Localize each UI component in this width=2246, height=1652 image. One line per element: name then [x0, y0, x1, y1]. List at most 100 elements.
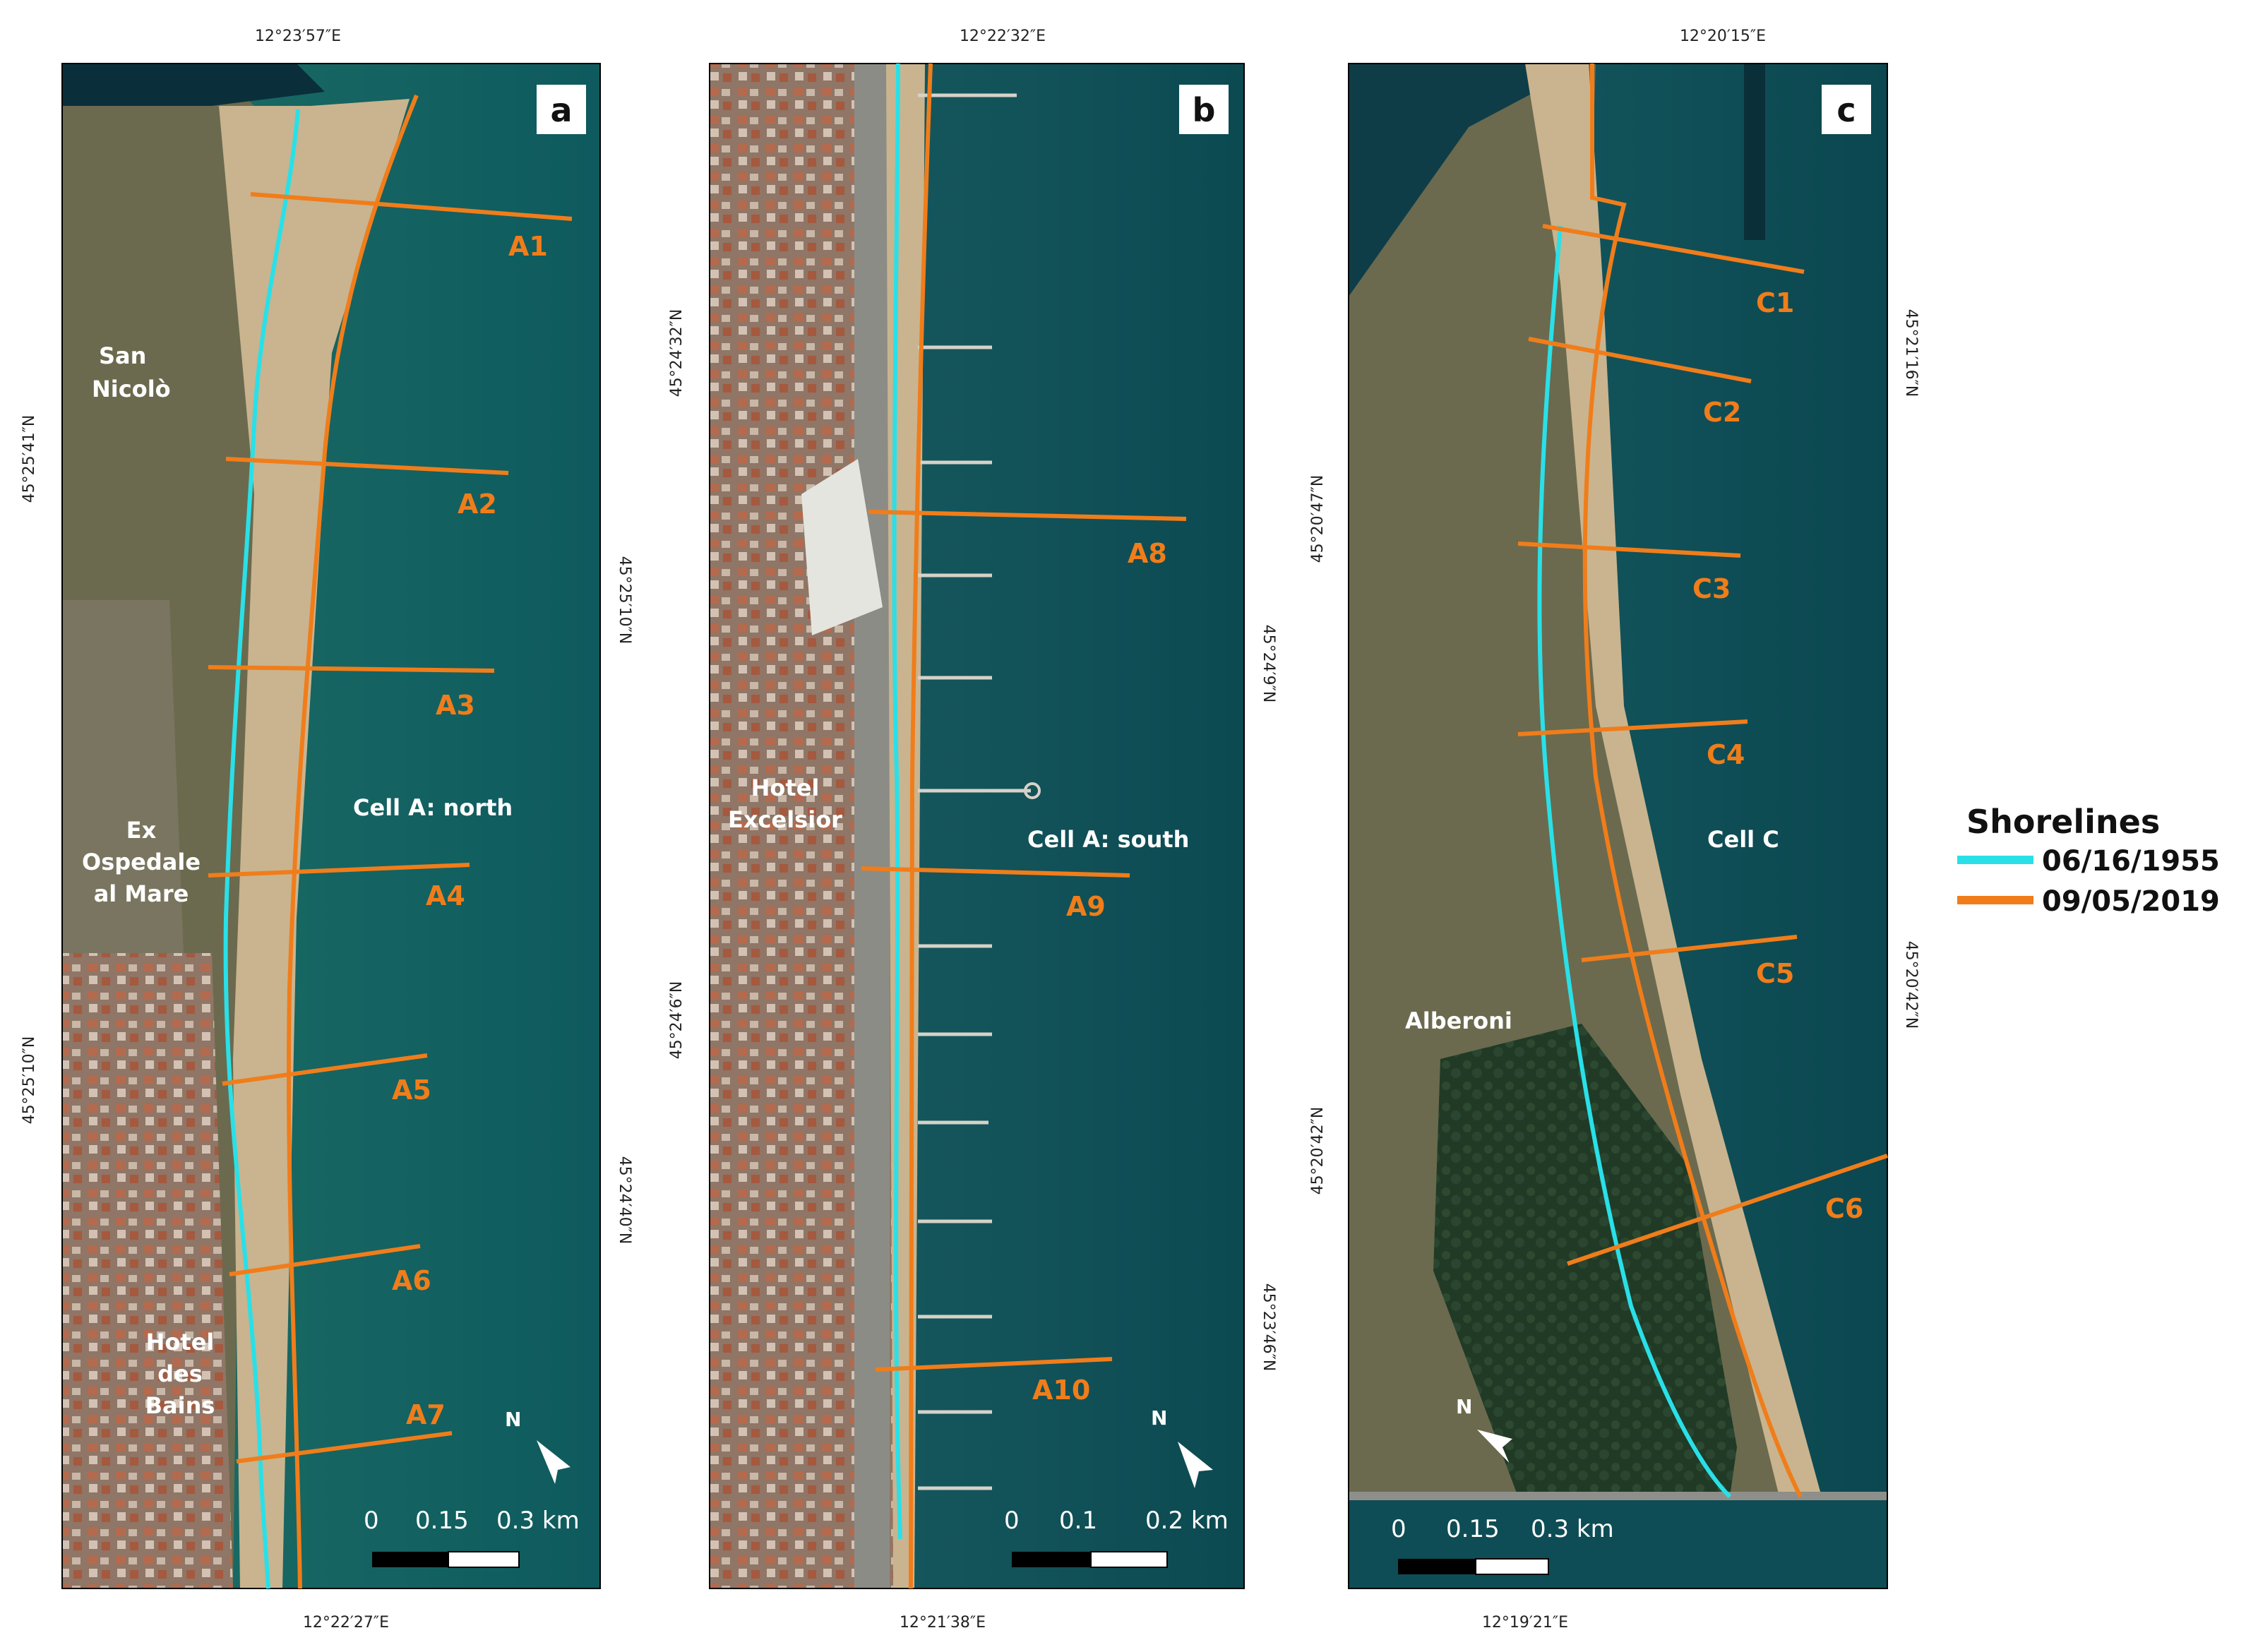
place-label-line: Excelsior	[728, 806, 842, 833]
place-label-line: Bains	[145, 1392, 215, 1419]
place-label-line: Ex	[126, 817, 157, 844]
transect-line	[222, 1053, 428, 1086]
svg-text:N: N	[1151, 1406, 1167, 1430]
svg-text:0.3 km: 0.3 km	[1531, 1515, 1614, 1543]
transect-label-a1: A1	[508, 231, 548, 262]
svg-text:45°24′6″N: 45°24′6″N	[668, 981, 686, 1060]
lagoon-area	[1349, 64, 1589, 297]
shoreline-2019	[908, 63, 933, 1589]
panel-a: A1 A2 A3 A4 A5 A6 A7 San Nicolò Ex Osped…	[20, 28, 633, 1632]
shoreline-1955	[892, 63, 902, 1540]
north-arrow-icon	[537, 1440, 571, 1484]
svg-text:0.1: 0.1	[1059, 1507, 1097, 1535]
panel-c: C1 C2 C3 C4 C5 C6 Alberoni Cell C c N 0 …	[1309, 28, 1920, 1632]
cell-label-a-north: Cell A: north	[353, 794, 513, 821]
transect-line	[229, 1244, 421, 1276]
place-label-alberoni: Alberoni	[1405, 1007, 1512, 1034]
transects-b	[861, 510, 1187, 1372]
svg-text:N: N	[1456, 1395, 1472, 1418]
transect-label-a8: A8	[1128, 538, 1167, 569]
svg-text:0.15: 0.15	[415, 1507, 469, 1535]
legend-item-2019: 09/05/2019	[2042, 885, 2220, 918]
transect-label-a7: A7	[406, 1399, 446, 1430]
place-label-line: Ospedale	[82, 849, 201, 875]
transect-line	[250, 192, 573, 221]
panel-letter-a: a	[550, 91, 572, 129]
north-arrow-icon	[1178, 1442, 1213, 1488]
shoreline-2019	[286, 94, 419, 1589]
shoreline-1955	[223, 109, 300, 1589]
north-arrow-icon	[1477, 1430, 1512, 1464]
svg-text:0.2 km: 0.2 km	[1145, 1507, 1229, 1535]
svg-text:45°20′42″N: 45°20′42″N	[1309, 1107, 1327, 1195]
transect-label-a5: A5	[392, 1075, 431, 1106]
beach-area	[1525, 64, 1822, 1497]
place-label-line: San	[99, 342, 146, 369]
svg-text:12°20′15″E: 12°20′15″E	[1680, 28, 1766, 45]
transect-line	[1517, 719, 1748, 736]
transect-line	[1581, 935, 1798, 962]
transect-line	[1528, 337, 1752, 383]
svg-text:0.15: 0.15	[1446, 1515, 1500, 1543]
transect-label-c6: C6	[1825, 1193, 1863, 1224]
svg-text:12°23′57″E: 12°23′57″E	[255, 28, 341, 45]
north-arrow: N	[1151, 1406, 1213, 1488]
transect-label-a10: A10	[1032, 1375, 1090, 1406]
transect-label-c1: C1	[1756, 287, 1794, 318]
shoreline-2019	[1582, 64, 1803, 1498]
svg-text:0: 0	[364, 1507, 379, 1535]
transect-label-c4: C4	[1707, 739, 1745, 770]
scale-bar: 0 0.15 0.3 km	[364, 1507, 580, 1568]
transect-label-a2: A2	[458, 489, 497, 520]
panel-letter-b: b	[1193, 91, 1216, 129]
place-label-line: al Mare	[94, 880, 189, 907]
svg-text:45°24′40″N: 45°24′40″N	[616, 1156, 633, 1245]
panel-b: A8 A9 A10 Hotel Excelsior Cell A: south …	[668, 28, 1277, 1632]
scale-bar: 0 0.15 0.3 km	[1391, 1515, 1614, 1575]
transect-label-a4: A4	[426, 880, 465, 911]
transect-line	[236, 1431, 453, 1464]
beach-area	[219, 99, 410, 1588]
transect-label-a6: A6	[392, 1265, 431, 1296]
transect-line	[225, 457, 509, 475]
legend: Shorelines 06/16/1955 09/05/2019	[1957, 803, 2220, 918]
svg-text:N: N	[505, 1408, 521, 1431]
svg-text:45°24′32″N: 45°24′32″N	[668, 309, 686, 397]
svg-text:45°20′47″N: 45°20′47″N	[1309, 475, 1327, 563]
place-label-line: des	[157, 1360, 203, 1387]
place-label-line: Nicolò	[92, 376, 171, 402]
transect-line	[1567, 1154, 1888, 1266]
north-arrow: N	[505, 1408, 571, 1484]
svg-text:0: 0	[1004, 1507, 1020, 1535]
urban-area	[62, 953, 233, 1588]
svg-text:12°22′27″E: 12°22′27″E	[303, 1614, 389, 1632]
shoreline-1955	[1537, 225, 1732, 1499]
svg-text:12°19′21″E: 12°19′21″E	[1482, 1614, 1568, 1632]
svg-text:45°23′46″N: 45°23′46″N	[1260, 1283, 1277, 1372]
place-label-line: Hotel	[751, 774, 820, 801]
north-arrow: N	[1456, 1395, 1512, 1464]
panel-letter-c: c	[1836, 91, 1856, 129]
svg-text:45°25′10″N: 45°25′10″N	[20, 1036, 38, 1125]
transect-line	[875, 1357, 1113, 1372]
transects-c	[1517, 224, 1888, 1266]
transect-line	[1517, 541, 1741, 558]
svg-text:0: 0	[1391, 1515, 1406, 1543]
place-label-line: Hotel	[146, 1329, 215, 1355]
transect-line	[868, 510, 1187, 521]
svg-text:45°20′42″N: 45°20′42″N	[1902, 941, 1920, 1029]
transect-line	[861, 866, 1130, 878]
svg-text:45°25′10″N: 45°25′10″N	[616, 556, 633, 645]
transect-label-c5: C5	[1756, 958, 1794, 989]
urban-area	[710, 64, 900, 1588]
cell-label-c: Cell C	[1707, 826, 1779, 853]
transect-label-a3: A3	[436, 690, 475, 721]
svg-text:45°25′41″N: 45°25′41″N	[20, 415, 38, 503]
svg-text:12°21′38″E: 12°21′38″E	[900, 1614, 986, 1632]
legend-title: Shorelines	[1966, 803, 2160, 841]
transects-a	[208, 192, 573, 1464]
transect-line	[1542, 224, 1805, 274]
piers	[918, 93, 1031, 1490]
transect-line	[208, 863, 470, 878]
